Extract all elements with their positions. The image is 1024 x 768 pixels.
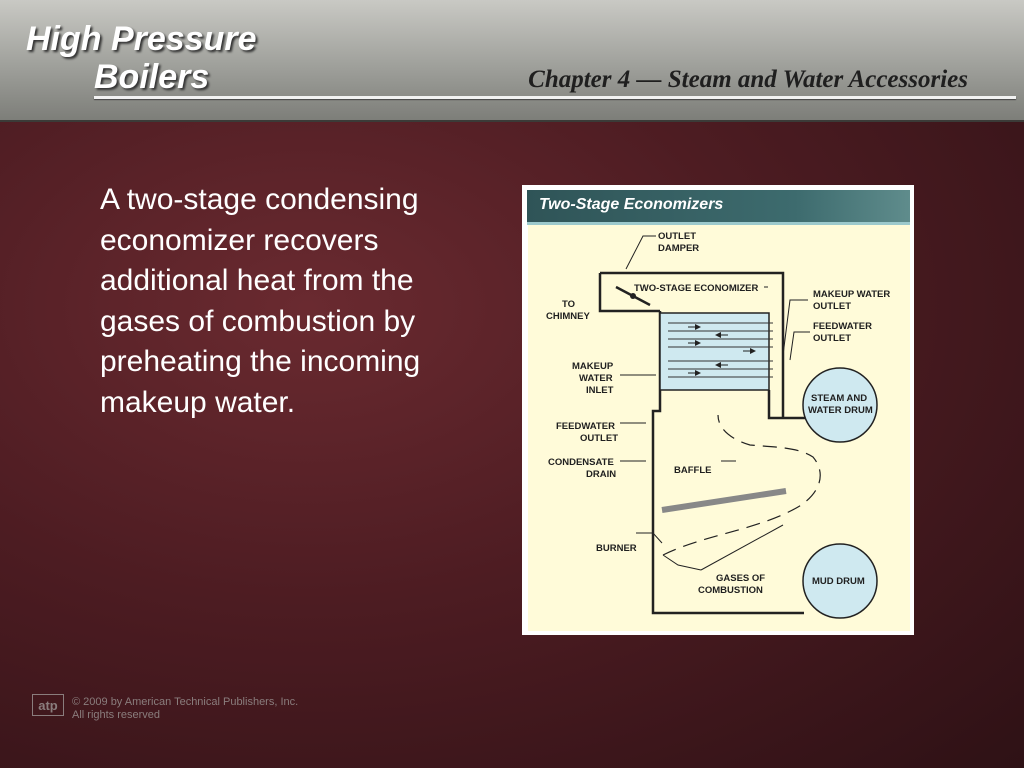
label-gases-1: GASES OF: [716, 573, 765, 584]
leader-lines: [620, 235, 810, 571]
label-outlet-damper-1: OUTLET: [658, 231, 696, 242]
label-condensate-drain-1: CONDENSATE: [548, 457, 614, 468]
label-makeup-water-inlet-3: INLET: [586, 385, 614, 396]
steam-and-water-drum: [802, 367, 878, 443]
diagram-svg: OUTLET DAMPER TWO-STAGE ECONOMIZER TO CH…: [546, 231, 890, 619]
outlet-damper: [615, 285, 651, 307]
mud-drum: [802, 543, 878, 619]
figure-title-bar: Two-Stage Economizers: [527, 190, 910, 225]
copyright-line: © 2009 by American Technical Publishers,…: [72, 696, 299, 708]
label-makeup-water-inlet-2: WATER: [579, 373, 613, 384]
label-to-chimney-2: CHIMNEY: [546, 311, 590, 322]
logo-line-1: High Pressure: [26, 20, 257, 58]
slide-body-text: A two-stage condensing economizer recove…: [100, 183, 421, 419]
economizer-diagram: OUTLET DAMPER TWO-STAGE ECONOMIZER TO CH…: [528, 225, 910, 631]
gas-flow-paths: [662, 414, 821, 556]
label-feedwater-outlet-left-1: FEEDWATER: [556, 421, 615, 432]
logo-line-2: Boilers: [94, 58, 210, 96]
label-steam-drum-2: WATER DRUM: [808, 405, 873, 416]
label-two-stage-economizer: TWO-STAGE ECONOMIZER: [634, 283, 759, 294]
label-burner: BURNER: [596, 543, 637, 554]
figure-two-stage-economizers: Two-Stage Economizers: [522, 185, 914, 635]
label-condensate-drain-2: DRAIN: [586, 469, 616, 480]
figure-title: Two-Stage Economizers: [539, 196, 724, 213]
label-feedwater-outlet-right-1: FEEDWATER: [813, 321, 872, 332]
header-divider: [94, 96, 1016, 99]
economizer-tubes: [668, 322, 773, 378]
label-feedwater-outlet-right-2: OUTLET: [813, 333, 851, 344]
baffle-plate: [661, 488, 787, 513]
publisher-logo: atp: [32, 694, 64, 716]
label-makeup-water-inlet-1: MAKEUP: [572, 361, 614, 372]
label-outlet-damper-2: DAMPER: [658, 243, 699, 254]
label-to-chimney-1: TO: [562, 299, 575, 310]
label-makeup-water-outlet-1: MAKEUP WATER: [813, 289, 890, 300]
label-gases-2: COMBUSTION: [698, 585, 763, 596]
label-makeup-water-outlet-2: OUTLET: [813, 301, 851, 312]
rights-line: All rights reserved: [72, 709, 161, 721]
label-mud-drum: MUD DRUM: [812, 576, 865, 587]
label-feedwater-outlet-left-2: OUTLET: [580, 433, 618, 444]
slide-header: High Pressure Boilers Chapter 4 — Steam …: [0, 0, 1024, 122]
label-baffle: BAFFLE: [674, 465, 711, 476]
chapter-title: Chapter 4 — Steam and Water Accessories: [528, 66, 968, 93]
label-steam-drum-1: STEAM AND: [811, 393, 867, 404]
tube-arrows: [688, 324, 756, 376]
